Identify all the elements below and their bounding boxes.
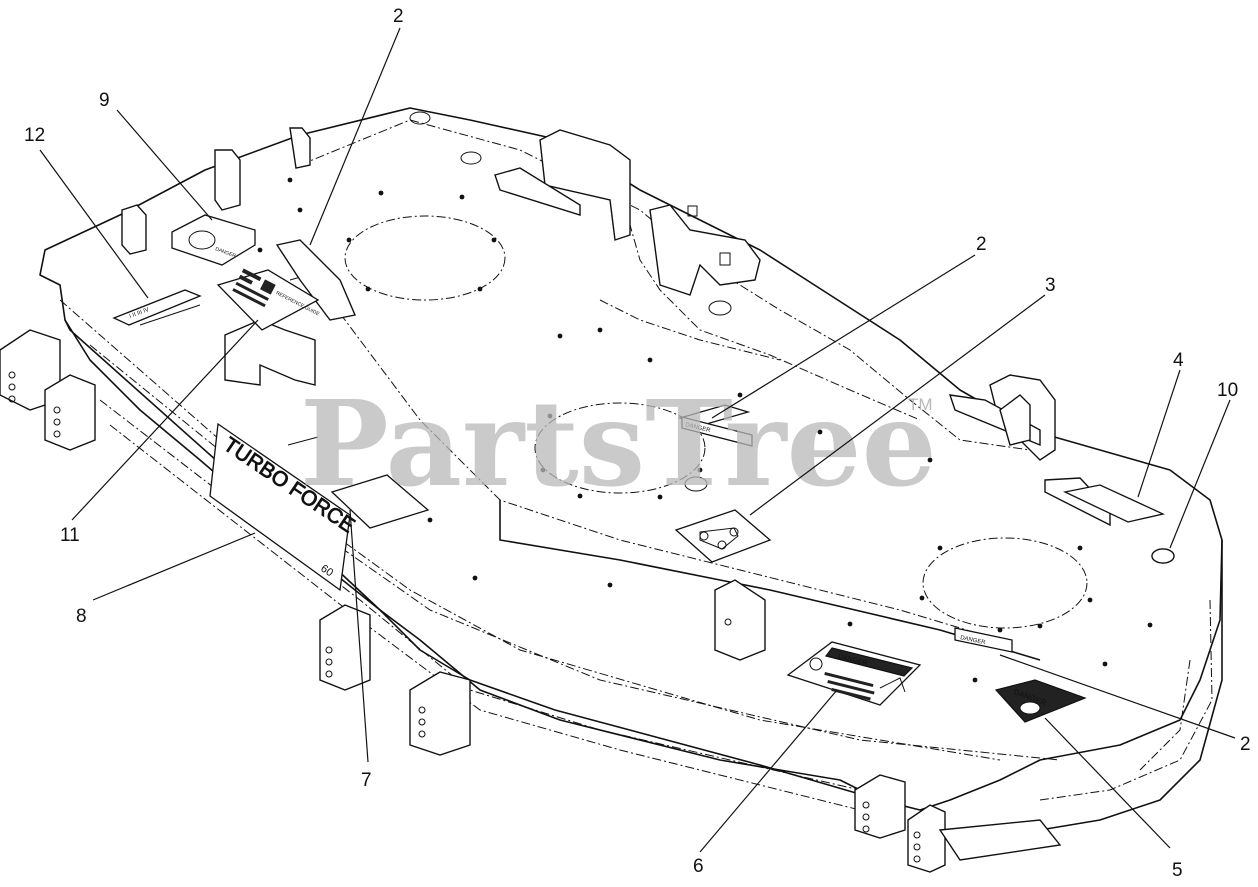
decal-7-blank-label — [330, 474, 430, 529]
leader-12 — [39, 149, 149, 299]
leader-11 — [71, 319, 259, 521]
svg-text:DANGER: DANGER — [960, 635, 987, 646]
leader-6 — [699, 689, 838, 853]
leader-5 — [1044, 717, 1171, 849]
leader-lines — [39, 27, 1236, 853]
watermark-brand: PartsTree — [300, 374, 937, 513]
partstree-watermark: PartsTree TM — [300, 374, 937, 513]
decal-3-drive-belt — [674, 509, 772, 563]
callout-11: 11 — [60, 525, 80, 546]
leader-4 — [1137, 369, 1181, 498]
leader-2-top — [309, 27, 401, 246]
leader-9 — [116, 109, 213, 221]
callout-2-top: 2 — [393, 6, 404, 27]
deck-size-text: 60 — [318, 563, 335, 580]
watermark-tm: TM — [908, 395, 933, 414]
callout-10: 10 — [1217, 380, 1238, 401]
decal-5-danger-thrown-objects: DANGER — [994, 679, 1087, 723]
leader-3 — [749, 294, 1046, 516]
decal-12-height-scale: I II III IV — [112, 289, 202, 326]
leader-7 — [349, 509, 369, 763]
callout-4: 4 — [1173, 350, 1184, 371]
callouts: 2 9 12 2 3 4 10 11 8 2 7 6 5 — [24, 6, 1251, 881]
decal-10-round-cap — [1151, 548, 1175, 564]
decal-9-danger-shield: DANGER — [171, 214, 256, 266]
leader-2-bottom — [999, 654, 1236, 739]
callout-8: 8 — [76, 606, 87, 627]
callout-2-mid: 2 — [976, 234, 987, 255]
callout-9: 9 — [99, 90, 110, 111]
callout-2-bottom: 2 — [1240, 734, 1251, 755]
decal-6-danger-warning: DANGER — [786, 641, 922, 706]
callout-6: 6 — [693, 856, 704, 877]
callout-7: 7 — [361, 770, 372, 791]
decal-4-blank-label — [1062, 484, 1166, 523]
leader-8 — [92, 532, 256, 601]
callout-12: 12 — [24, 125, 45, 146]
callout-5: 5 — [1172, 860, 1183, 881]
decal-2-danger-strip-bottom: DANGER — [954, 627, 1013, 653]
leader-2-mid — [711, 254, 976, 419]
callout-3: 3 — [1045, 275, 1056, 296]
deck-brackets — [0, 127, 1111, 873]
leader-10 — [1169, 399, 1231, 549]
deck-holes — [227, 177, 1153, 683]
